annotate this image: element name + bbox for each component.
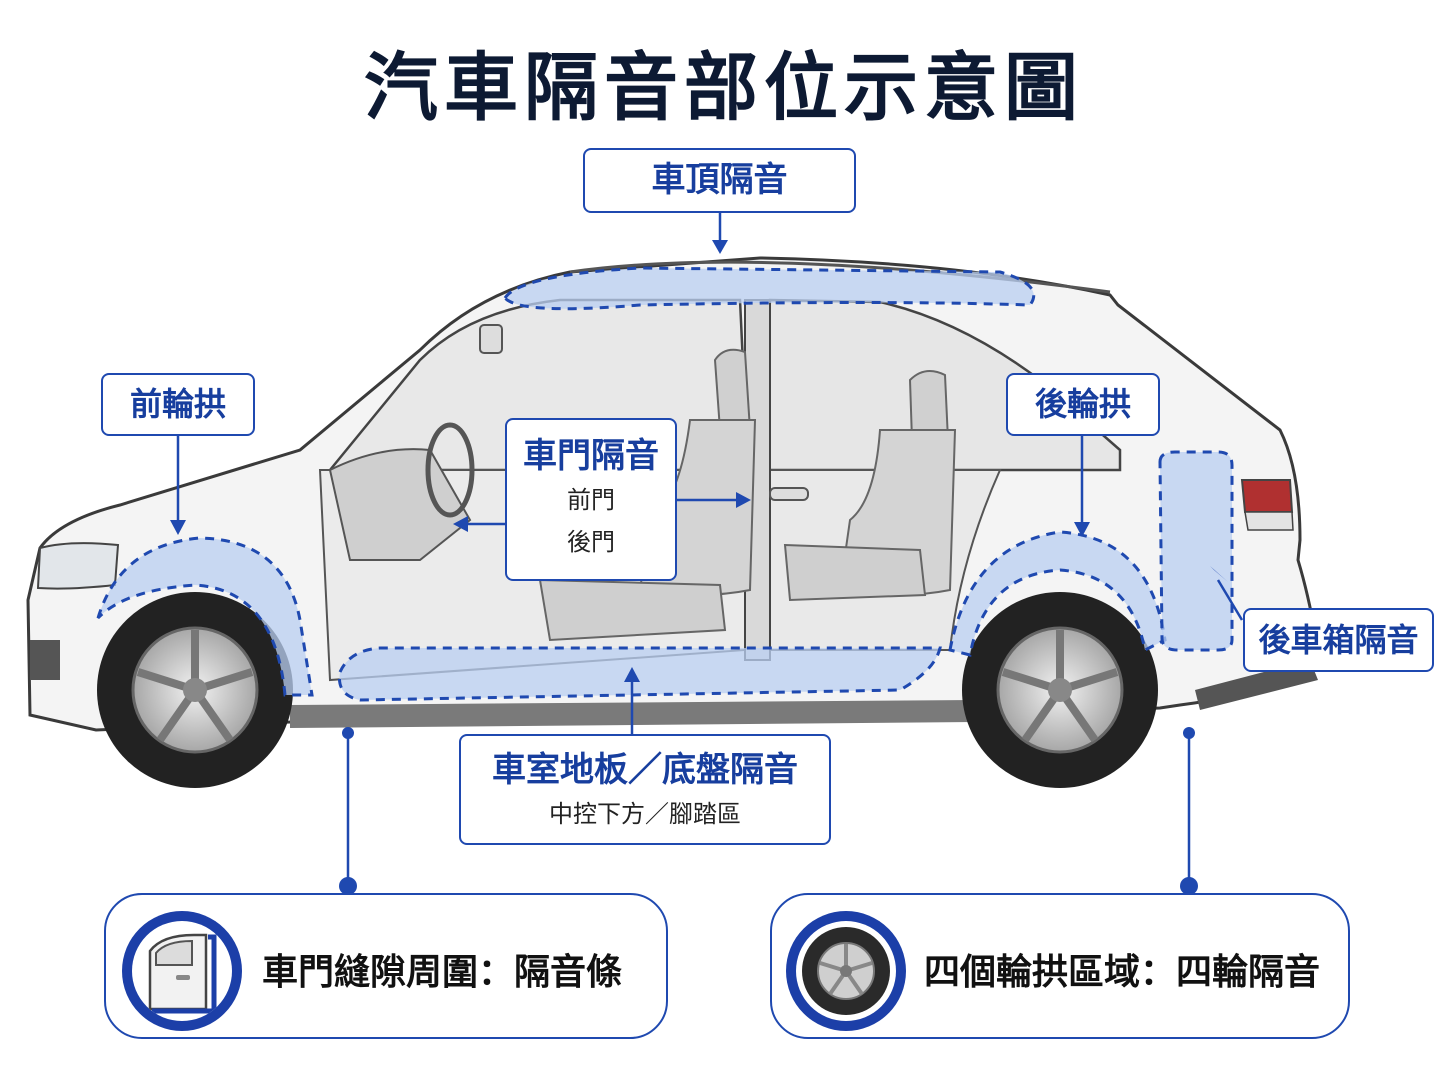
wheel-text: 四個輪拱區域：四輪隔音 xyxy=(924,952,1321,993)
door-label: 車門隔音 前門 後門 xyxy=(505,418,677,581)
wheel-icon xyxy=(786,911,906,1031)
door-label-front: 前門 xyxy=(567,486,615,514)
insulation-zones xyxy=(96,266,1234,702)
door-label-rear: 後門 xyxy=(567,528,615,556)
front-arch-zone xyxy=(96,536,314,697)
roof-label: 車頂隔音 xyxy=(583,148,856,213)
front-arch-label-text: 前輪拱 xyxy=(129,385,226,423)
arrow-heads xyxy=(170,240,1228,895)
door-seal-text: 車門縫隙周圍：隔音條 xyxy=(262,952,623,993)
floor-label: 車室地板／底盤隔音 中控下方／腳踏區 xyxy=(459,734,831,845)
trunk-zone xyxy=(1158,450,1234,652)
door-seal-card: 車門縫隙周圍：隔音條 xyxy=(104,893,668,1039)
wheel-card: 四個輪拱區域：四輪隔音 xyxy=(770,893,1350,1039)
rear-arch-label: 後輪拱 xyxy=(1006,373,1160,436)
trunk-label-text: 後車箱隔音 xyxy=(1258,621,1419,659)
roof-label-text: 車頂隔音 xyxy=(651,160,788,200)
front-arch-label: 前輪拱 xyxy=(101,373,255,436)
page-title: 汽車隔音部位示意圖 xyxy=(364,45,1084,131)
trunk-label: 後車箱隔音 xyxy=(1243,608,1434,672)
car-door-icon xyxy=(122,911,242,1031)
floor-label-title: 車室地板／底盤隔音 xyxy=(492,750,798,790)
leader-lines xyxy=(176,213,1244,885)
rear-arch-label-text: 後輪拱 xyxy=(1034,385,1131,423)
door-label-title: 車門隔音 xyxy=(523,436,659,476)
floor-zone xyxy=(337,646,942,702)
roof-zone xyxy=(503,266,1036,311)
floor-label-sub: 中控下方／腳踏區 xyxy=(549,800,741,828)
